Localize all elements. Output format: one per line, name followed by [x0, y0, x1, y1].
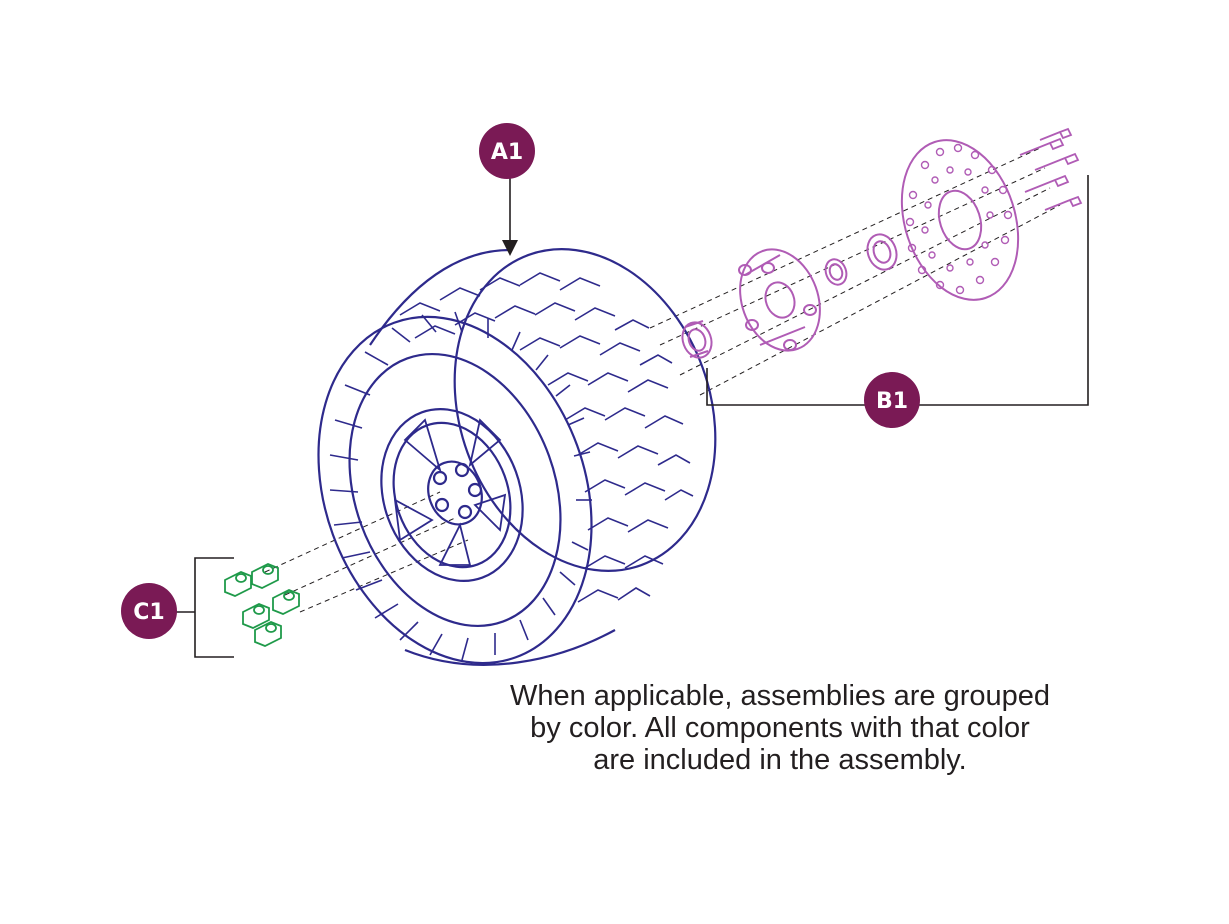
callout-c1: C1 [121, 583, 177, 639]
c1-bracket [194, 557, 234, 658]
lug-nut [254, 621, 282, 647]
lug-nuts [224, 563, 300, 647]
wheel-tire-assembly [317, 248, 717, 666]
rim [380, 407, 524, 583]
note-line-3: are included in the assembly. [593, 744, 967, 776]
callout-a1-label: A1 [491, 140, 523, 165]
callout-c1-badge [121, 583, 177, 639]
callout-b1-label: B1 [876, 389, 908, 414]
alignment-lines [264, 147, 1061, 613]
b1-bracket [706, 175, 1089, 406]
brake-disc [900, 139, 1020, 301]
lug-nut [242, 603, 270, 629]
disc-bolts [1019, 127, 1083, 211]
lug-nut [251, 563, 279, 589]
wheel-hub [738, 248, 821, 352]
leader-lines [176, 175, 1089, 658]
rim-spokes [393, 418, 507, 566]
callout-c1-label: C1 [133, 600, 164, 625]
note-line-2: by color. All components with that color [530, 712, 1030, 744]
inner-bearing [681, 320, 713, 359]
spacer [824, 258, 848, 286]
lug-nut [224, 571, 252, 597]
note-line-1: When applicable, assemblies are grouped [509, 680, 1051, 712]
callout-a1: A1 [479, 123, 535, 179]
hub-brake-assembly [681, 127, 1083, 359]
callout-b1-badge [864, 372, 920, 428]
outer-bearing [866, 233, 898, 271]
sidewall-ribs [329, 311, 592, 661]
callout-b1: B1 [864, 372, 920, 428]
lug-nut [272, 589, 300, 615]
tread-pattern [399, 272, 694, 603]
callout-a1-badge [479, 123, 535, 179]
tire-sidewall [317, 315, 593, 665]
assembly-color-note: When applicable, assemblies are grouped … [470, 680, 1090, 776]
